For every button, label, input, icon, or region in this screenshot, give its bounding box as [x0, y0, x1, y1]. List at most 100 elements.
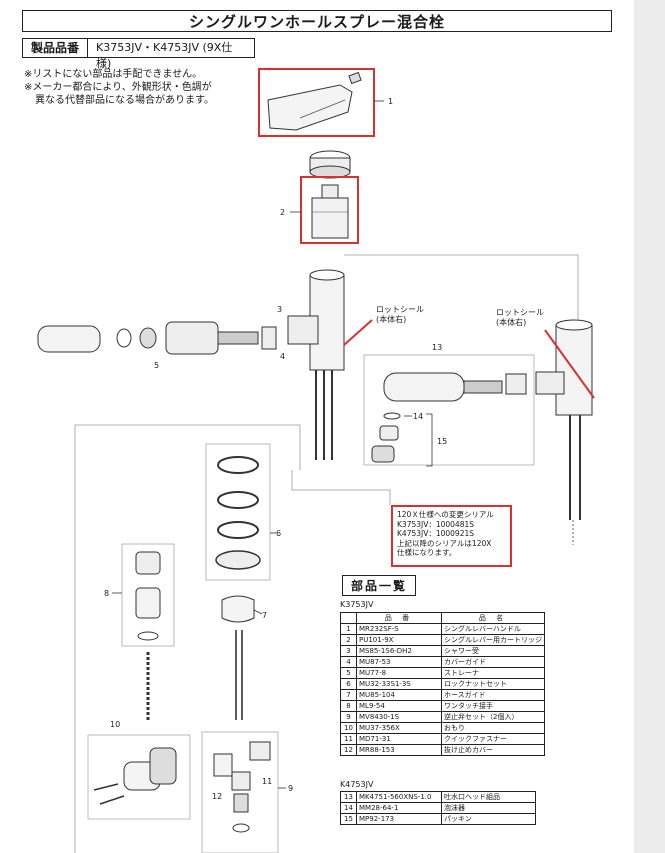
product-number-label: 製品品番: [22, 38, 89, 58]
rod-seal-label-2: ロットシール: [496, 308, 544, 317]
cell-no: 10: [340, 722, 357, 734]
note-line: ※リストにない部品は手配できません。: [24, 69, 203, 80]
cell-no: 15: [340, 813, 357, 825]
cell-name: ストレーナ: [441, 667, 545, 679]
part13-group-box: [363, 354, 535, 466]
check-valve-drawing: [213, 741, 271, 833]
cell-part-no: MM28-64-1: [356, 802, 442, 814]
page-title: シングルワンホールスプレー混合栓: [22, 10, 612, 32]
cell-name: ホースガイド: [441, 689, 545, 701]
highlight-box-part1: [258, 68, 375, 137]
cell-part-no: MU85-104: [356, 689, 442, 701]
cell-part-no: MD71-31: [356, 733, 442, 745]
cell-part-no: MR232SF-S: [356, 623, 442, 635]
weight-drawing: [93, 747, 177, 805]
header-name: 品 名: [441, 612, 545, 624]
spout-head-drawing: [371, 372, 527, 463]
hose-guide-drawing: [221, 595, 255, 623]
cover-ring-drawing: [309, 150, 351, 179]
cell-part-no: MU87-53: [356, 656, 442, 668]
callout-10: 10: [110, 720, 120, 729]
callout-11: 11: [262, 777, 272, 786]
note-line: ※メーカー都合により、外観形状・色調が: [24, 82, 212, 93]
one-touch-joint-drawing: [135, 551, 161, 641]
cell-name: シングルレバー用カートリッジ: [441, 634, 545, 646]
cell-part-no: MR88-153: [356, 744, 442, 756]
product-number-row: 製品品番 K3753JV・K4753JV (9X仕様): [22, 38, 256, 70]
callout-14: 14: [413, 412, 423, 421]
cell-name: ワンタッチ接手: [441, 700, 545, 712]
cell-part-no: ML9-54: [356, 700, 442, 712]
note-line: 異なる代替部品になる場合があります。: [35, 95, 214, 106]
product-number-value: K3753JV・K4753JV (9X仕様): [88, 38, 256, 70]
cell-no: 14: [340, 802, 357, 814]
callout-6: 6: [276, 529, 281, 538]
cell-no: 4: [340, 656, 357, 668]
callout-15: 15: [437, 437, 447, 446]
lever-handle-drawing: [267, 71, 362, 131]
cell-no: 9: [340, 711, 357, 723]
spout-assembly-left-drawing: [37, 321, 277, 355]
serial-note-line: 仕様になります。: [397, 548, 457, 557]
cell-part-no: MU37-356X: [356, 722, 442, 734]
header-part-no: 品 番: [356, 612, 442, 624]
parts-list-model-b: K4753JV: [340, 780, 374, 789]
page-title-text: シングルワンホールスプレー混合栓: [188, 12, 445, 31]
rod-seal-sub-2: (本体右): [496, 317, 526, 327]
cell-no: 5: [340, 667, 357, 679]
cell-name: パッキン: [441, 813, 536, 825]
callout-4: 4: [280, 352, 285, 361]
cell-no: 2: [340, 634, 357, 646]
part10-group-box: [87, 734, 191, 820]
highlight-box-part2: [300, 176, 359, 244]
cell-name: 逆止弁セット（2個入）: [441, 711, 545, 723]
cell-part-no: MV8430-1S: [356, 711, 442, 723]
rod-seal-pointer-1: [343, 319, 373, 346]
exploded-diagram: 1 2 3 4 5 6 7 8 9 10 11 12 13 14 15 ロットシ…: [37, 68, 595, 853]
serial-note-line: 120Ｘ仕様への変更シリアル: [397, 510, 494, 519]
serial-note-line: K3753JV：1000481S: [397, 519, 475, 529]
faucet-body-drawing: [287, 269, 345, 460]
cell-part-no: MU77-8: [356, 667, 442, 679]
callout-5: 5: [154, 361, 159, 370]
lock-nut-set-drawing: [215, 456, 261, 570]
rod-seal-sub-1: (本体右): [376, 314, 406, 324]
callout-7: 7: [262, 611, 267, 620]
rod-seal-label-1: ロットシール: [376, 305, 424, 314]
callout-9: 9: [288, 784, 293, 793]
callout-12: 12: [212, 792, 222, 801]
rod-seal-pointer-2: [544, 329, 595, 399]
cell-name: クイックファスナー: [441, 733, 545, 745]
cell-name: 泡沫器: [441, 802, 536, 814]
cell-part-no: MK4751-560XNS-1.0: [356, 791, 442, 803]
cell-no: 1: [340, 623, 357, 635]
cell-part-no: MS85-1S6-DH2: [356, 645, 442, 657]
cell-no: 8: [340, 700, 357, 712]
cell-no: 7: [340, 689, 357, 701]
part9-group-box: [201, 731, 279, 853]
part6-group-box: [205, 443, 271, 581]
cell-part-no: MU32-33S1-3S: [356, 678, 442, 690]
notes: ※リストにない部品は手配できません。 ※メーカー都合により、外観形状・色調が 異…: [24, 68, 214, 107]
parts-list-title: 部品一覧: [342, 575, 417, 596]
cell-name: 吐水口ヘッド組品: [441, 791, 536, 803]
faucet-body-right-drawing: [535, 319, 593, 520]
